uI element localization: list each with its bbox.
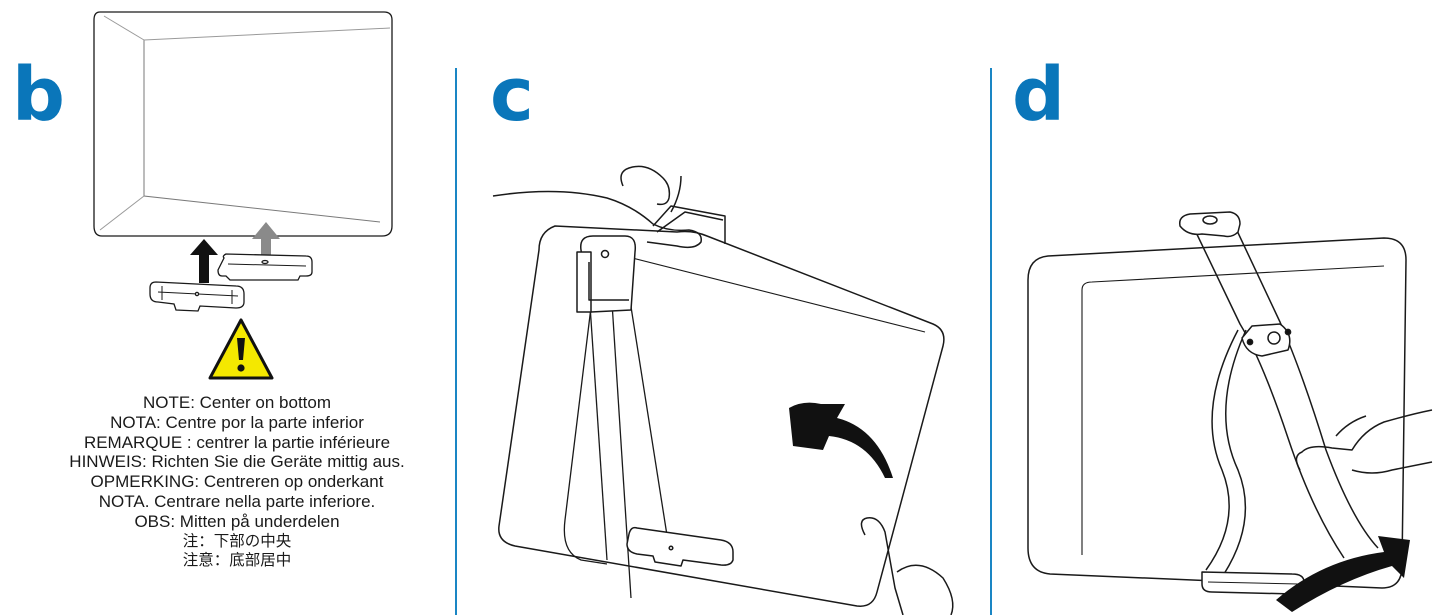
box-outline [1028, 238, 1406, 588]
box-outline [94, 12, 392, 236]
note-line-it: NOTA. Centrare nella parte inferiore. [0, 492, 474, 512]
step-b-illustration [0, 0, 455, 392]
note-line-ja: 注：下部の中央 [0, 532, 474, 552]
arrow-icon [190, 239, 218, 283]
note-line-sv: OBS: Mitten på underdelen [0, 512, 474, 532]
note-line-en: NOTE: Center on bottom [0, 393, 474, 413]
bracket-back [218, 254, 312, 280]
note-line-es: NOTA: Centre por la parte inferior [0, 413, 474, 433]
note-line-nl: OPMERKING: Centreren op onderkant [0, 472, 474, 492]
note-line-fr: REMARQUE : centrer la partie inférieure [0, 433, 474, 453]
note-line-de: HINWEIS: Richten Sie die Geräte mittig a… [0, 452, 474, 472]
note-line-zh: 注意：底部居中 [0, 551, 474, 571]
center-on-bottom-notes: NOTE: Center on bottom NOTA: Centre por … [0, 393, 474, 571]
step-d-illustration [992, 0, 1450, 615]
step-c-illustration [457, 0, 990, 615]
bracket-front [150, 282, 244, 311]
warning-triangle-icon [210, 320, 272, 378]
